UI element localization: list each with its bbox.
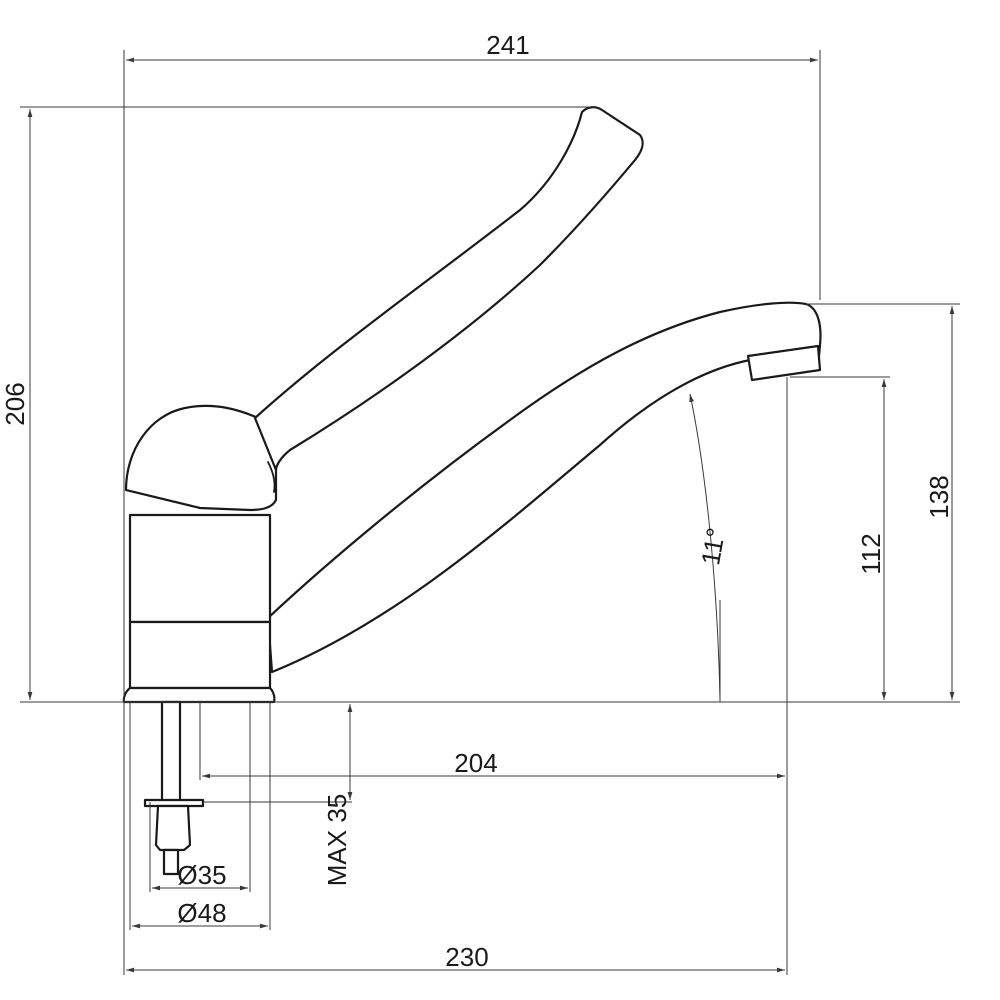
label-overall-height: 206 (0, 382, 30, 425)
label-d48: Ø48 (177, 898, 226, 928)
label-112: 112 (856, 533, 886, 574)
body-upper (128, 513, 272, 624)
angle-arc (689, 393, 721, 701)
faucet-outline (122, 106, 822, 876)
spout-aerator (746, 344, 822, 382)
base-flange (122, 686, 276, 704)
dimension-labels: 241 206 138 112 204 MAX 35 Ø35 Ø48 230 1… (0, 30, 954, 972)
spout (266, 301, 822, 674)
dimension-lines (20, 50, 960, 975)
label-angle: 11° (695, 525, 731, 567)
mounting-stud (162, 848, 180, 876)
label-138: 138 (924, 475, 954, 518)
label-230: 230 (445, 942, 488, 972)
lever-arm (253, 106, 644, 472)
label-d35: Ø35 (177, 860, 226, 890)
label-max35: MAX 35 (322, 794, 352, 887)
label-overall-width: 241 (486, 30, 529, 60)
mounting-shank (160, 700, 182, 804)
lever-cap (124, 404, 278, 512)
mounting-nut (154, 804, 192, 852)
lever-detail (267, 461, 276, 493)
label-204: 204 (454, 748, 497, 778)
body-lower (128, 620, 272, 690)
